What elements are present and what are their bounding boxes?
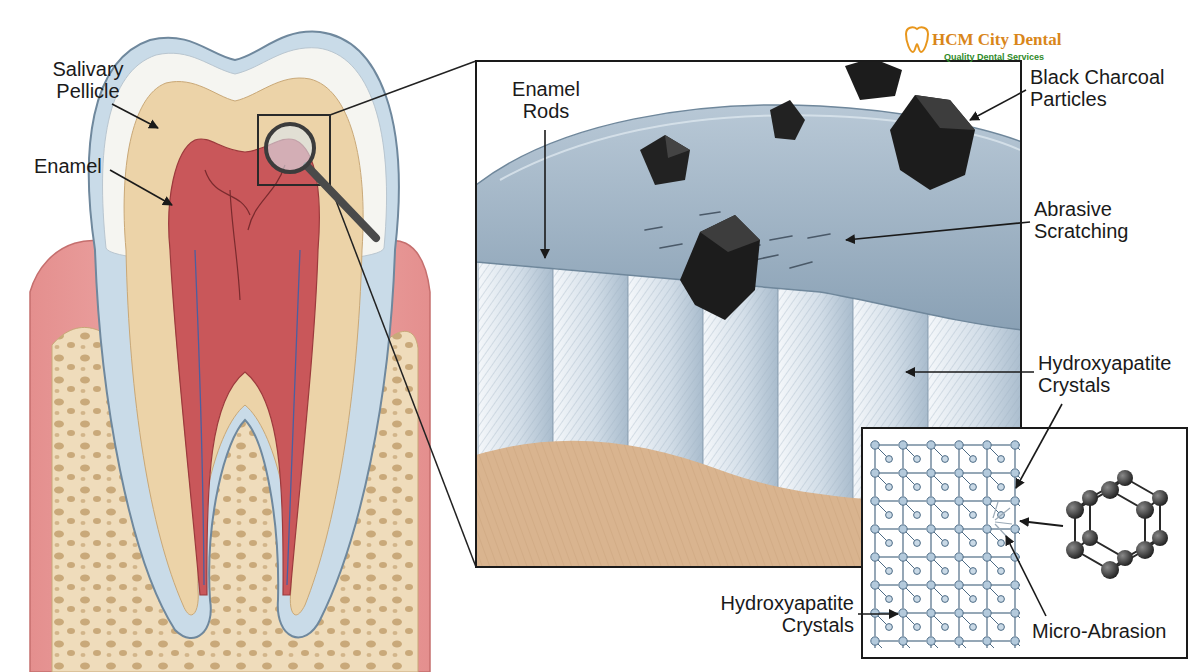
leader-lines-part <box>846 222 1030 240</box>
crystal-inset-part <box>995 522 1012 524</box>
magnifier-part <box>266 124 314 172</box>
zoom-panel-part <box>645 227 662 230</box>
zoom-panel-part <box>665 135 690 158</box>
leader-lines-part <box>544 130 546 258</box>
part-label: Enamel <box>34 155 114 177</box>
zoom-panel-part <box>915 95 975 130</box>
part-label: Salivary Pellicle <box>38 58 138 103</box>
part-label: Black Charcoal Particles <box>1030 66 1195 111</box>
part-label: Enamel Rods <box>500 78 592 123</box>
crystal-inset-part <box>995 524 1008 538</box>
tooth-part <box>124 78 363 615</box>
leader-lines-part <box>970 90 1026 120</box>
zoom-panel-part <box>680 215 760 320</box>
magnifier-part <box>330 185 476 567</box>
zoom-panel-part <box>700 215 760 252</box>
zoom-panel-part <box>660 244 682 248</box>
crystal-inset <box>862 428 1187 658</box>
crystal-inset-part <box>1152 490 1168 506</box>
crystal-inset-part <box>1117 470 1133 486</box>
zoom-panel-part <box>770 236 792 240</box>
zoom-panel-part <box>790 262 812 268</box>
crystal-inset-part <box>995 508 1010 520</box>
magnifier <box>258 61 476 567</box>
tooth-part <box>195 250 300 585</box>
crystal-inset-part <box>862 428 1187 658</box>
crystal-inset-part <box>1075 490 1145 570</box>
crystal-inset-part <box>870 440 1020 648</box>
tooth-part <box>169 139 320 595</box>
watermark-text: HCM City Dental <box>932 30 1132 49</box>
crystal-inset-part <box>1082 490 1098 506</box>
crystal-inset-part <box>993 502 998 518</box>
zoom-panel-part <box>808 234 830 238</box>
watermark-text: Quality Dental Services <box>944 52 1104 62</box>
zoom-panel-part <box>700 212 720 215</box>
crystal-inset-part <box>1101 481 1119 499</box>
tooth-part <box>89 32 399 638</box>
charcoal-particles <box>640 61 975 320</box>
zoom-panel-part <box>890 95 975 190</box>
crystal-inset-part <box>1152 530 1168 546</box>
leader-lines-part <box>110 170 172 205</box>
crystal-inset-part <box>993 502 1012 538</box>
leader-lines-part <box>1016 404 1062 488</box>
crystal-inset-part <box>1117 550 1133 566</box>
part-label: Abrasive Scratching <box>1034 198 1184 243</box>
part-label: Hydroxyapatite Crystals <box>690 592 854 637</box>
zoom-panel-part <box>845 61 902 100</box>
crystal-inset-part <box>1066 501 1084 519</box>
magnifier-part <box>307 166 376 238</box>
leader-lines <box>110 90 1062 616</box>
crystal-inset-part <box>1136 541 1154 559</box>
magnifier-part <box>330 61 476 115</box>
crystal-inset-part <box>1136 501 1154 519</box>
crystal-inset-part <box>1090 478 1160 558</box>
logo-icon <box>906 27 928 52</box>
part-label: Micro-Abrasion <box>1032 620 1182 642</box>
leader-lines-part <box>1006 536 1046 616</box>
tooth <box>89 32 399 638</box>
crystal-inset-part <box>1101 561 1119 579</box>
zoom-panel-part <box>770 100 805 140</box>
logo-icon-part <box>906 27 928 52</box>
zoom-panel-part <box>640 135 690 185</box>
crystal-inset-part <box>1066 541 1084 559</box>
leader-lines-part <box>112 104 158 128</box>
leader-lines-part <box>906 371 1034 373</box>
crystal-inset-part <box>1020 521 1063 526</box>
carbon-cage <box>1066 470 1168 579</box>
crystal-inset-part <box>1082 530 1098 546</box>
leader-lines-part <box>858 613 898 615</box>
part-label: Hydroxyapatite Crystals <box>1038 352 1198 397</box>
